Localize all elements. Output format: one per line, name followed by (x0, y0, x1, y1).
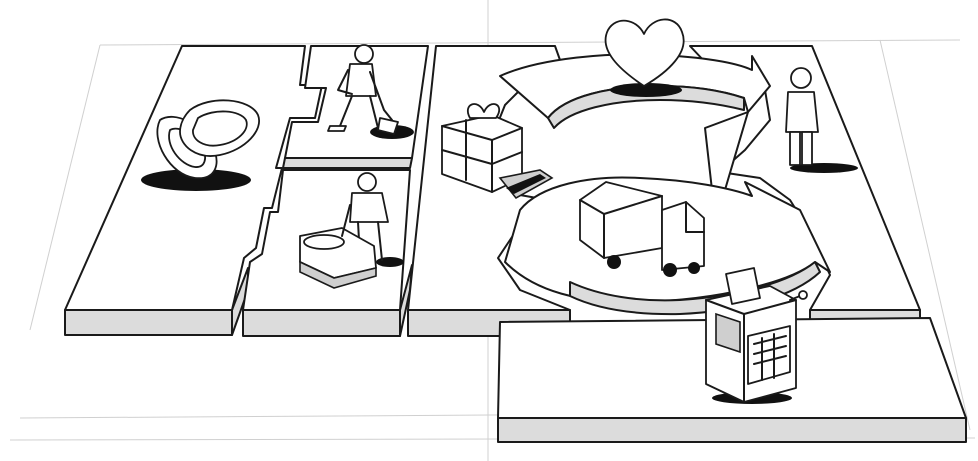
truck-icon (579, 181, 705, 277)
heart-icon (604, 18, 685, 97)
person-with-machine-icon (299, 172, 404, 289)
rings-icon (141, 99, 260, 191)
digging-person-icon (327, 44, 414, 139)
cash-register-icon (705, 267, 808, 404)
gift-box-icon (441, 103, 554, 200)
standing-person-icon (785, 67, 858, 173)
